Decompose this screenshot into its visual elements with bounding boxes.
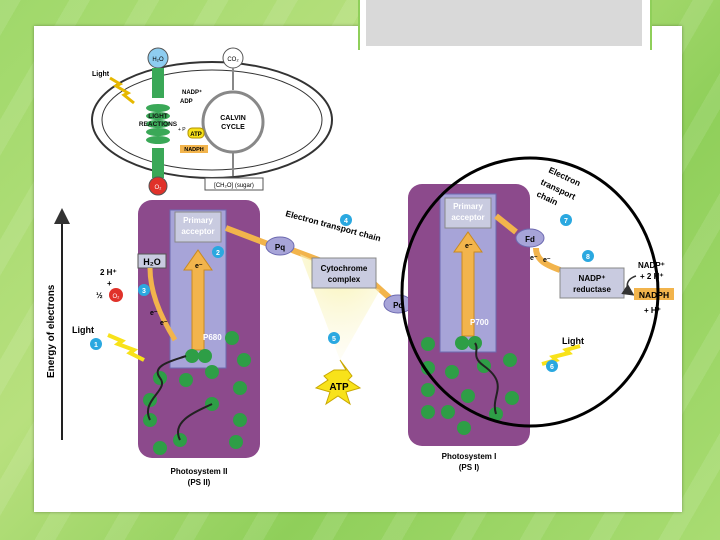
overview-light-icon [109, 76, 135, 105]
ps1-fd: Fd [525, 235, 535, 244]
overview-co2: CO₂ [227, 57, 239, 63]
etc-label: Electron transport chain [284, 208, 381, 243]
atp-burst-icon [314, 359, 362, 406]
etc-atp: ATP [329, 382, 349, 393]
ps1-nadph: NADPH [639, 290, 669, 300]
ps1-acceptor-line1: Primary [453, 202, 483, 211]
reductase-line2: reductase [573, 285, 611, 294]
overview-adp: ADP [180, 99, 193, 105]
ps1-p700: P700 [470, 318, 489, 327]
etc-cytochrome-line1: Cytochrome [321, 264, 368, 273]
ps2-acceptor-line2: acceptor [181, 227, 214, 236]
ps1-nadp: NADP⁺ [638, 261, 665, 270]
ps2-plus: + [107, 279, 112, 288]
chloroplast-overview: H₂O CO₂ Light LIGHT REACTIONS CALVIN CYC… [91, 47, 333, 196]
step-6: 6 [550, 364, 554, 371]
title-placeholder [366, 0, 642, 46]
step-5: 5 [332, 336, 336, 343]
ps2-label-line2: (PS II) [188, 478, 211, 487]
overview-h2o: H₂O [152, 57, 164, 63]
step-1: 1 [94, 342, 98, 349]
ps2-half: ½ [96, 291, 103, 300]
etc-pq: Pq [275, 243, 285, 252]
ps1-electron-b: e⁻ [543, 257, 551, 264]
highlight-circle [400, 156, 660, 428]
ps2-p680: P680 [203, 333, 222, 342]
overview-nadph: NADPH [184, 147, 204, 153]
ps1-light: Light [562, 336, 584, 346]
etc-pc: Pc [393, 301, 403, 310]
ps2-electron-top: e⁻ [195, 263, 203, 270]
ps2-two-h: 2 H⁺ [100, 268, 117, 277]
ps1-electron-a: e⁻ [530, 255, 538, 262]
overview-sugar: [CH₂O] (sugar) [214, 183, 254, 189]
thylakoid-stack-icon [146, 68, 170, 178]
energy-axis-label: Energy of electrons [46, 284, 57, 378]
light-reactions-line1: LIGHT [148, 113, 168, 120]
ps2-electron-a: e⁻ [150, 310, 158, 317]
energy-axis: Energy of electrons [46, 208, 70, 440]
step-badges: 1 2 3 4 5 6 7 8 [90, 214, 594, 372]
photosystem-ii: Primary acceptor e⁻ P680 H₂O 2 H⁺ + ½ O₂… [72, 200, 260, 487]
ps2-h2o: H₂O [143, 257, 161, 267]
ps2-antenna-pigments [143, 331, 251, 455]
ps2-acceptor-line1: Primary [183, 216, 213, 225]
step-3: 3 [142, 288, 146, 295]
ps1-two-h: + 2 H⁺ [640, 272, 664, 281]
photosystem-i: Primary acceptor e⁻ P700 Light Photosyst… [408, 165, 674, 472]
calvin-line2: CYCLE [221, 124, 245, 131]
ps1-light-icon [541, 344, 581, 366]
step-7: 7 [564, 218, 568, 225]
step-8: 8 [586, 254, 590, 261]
ps1-label-line1: Photosystem I [442, 452, 497, 461]
etc-cytochrome-line2: complex [328, 275, 361, 284]
ps2-electron-b: e⁻ [160, 320, 168, 327]
overview-o2: O₂ [155, 185, 163, 191]
overview-pi: + P [178, 127, 186, 133]
ps2-o2: O₂ [113, 294, 121, 300]
overview-nadp: NADP⁺ [182, 89, 202, 96]
step-4: 4 [344, 218, 348, 225]
ps1-label-line2: (PS I) [459, 463, 480, 472]
ps2-label-line1: Photosystem II [171, 467, 228, 476]
overview-light: Light [92, 71, 110, 78]
reductase-line1: NADP⁺ [579, 274, 606, 283]
step-2: 2 [216, 250, 220, 257]
ps1-antenna-pigments [421, 337, 519, 435]
ps2-light: Light [72, 325, 94, 335]
calvin-line1: CALVIN [220, 115, 246, 122]
light-reactions-line2: REACTIONS [139, 121, 178, 128]
overview-atp: ATP [190, 132, 202, 138]
ps2-light-icon [107, 333, 145, 362]
ps1-electron-top: e⁻ [465, 243, 473, 250]
ps1-h: + H⁺ [644, 306, 661, 315]
ps1-acceptor-line2: acceptor [451, 213, 484, 222]
